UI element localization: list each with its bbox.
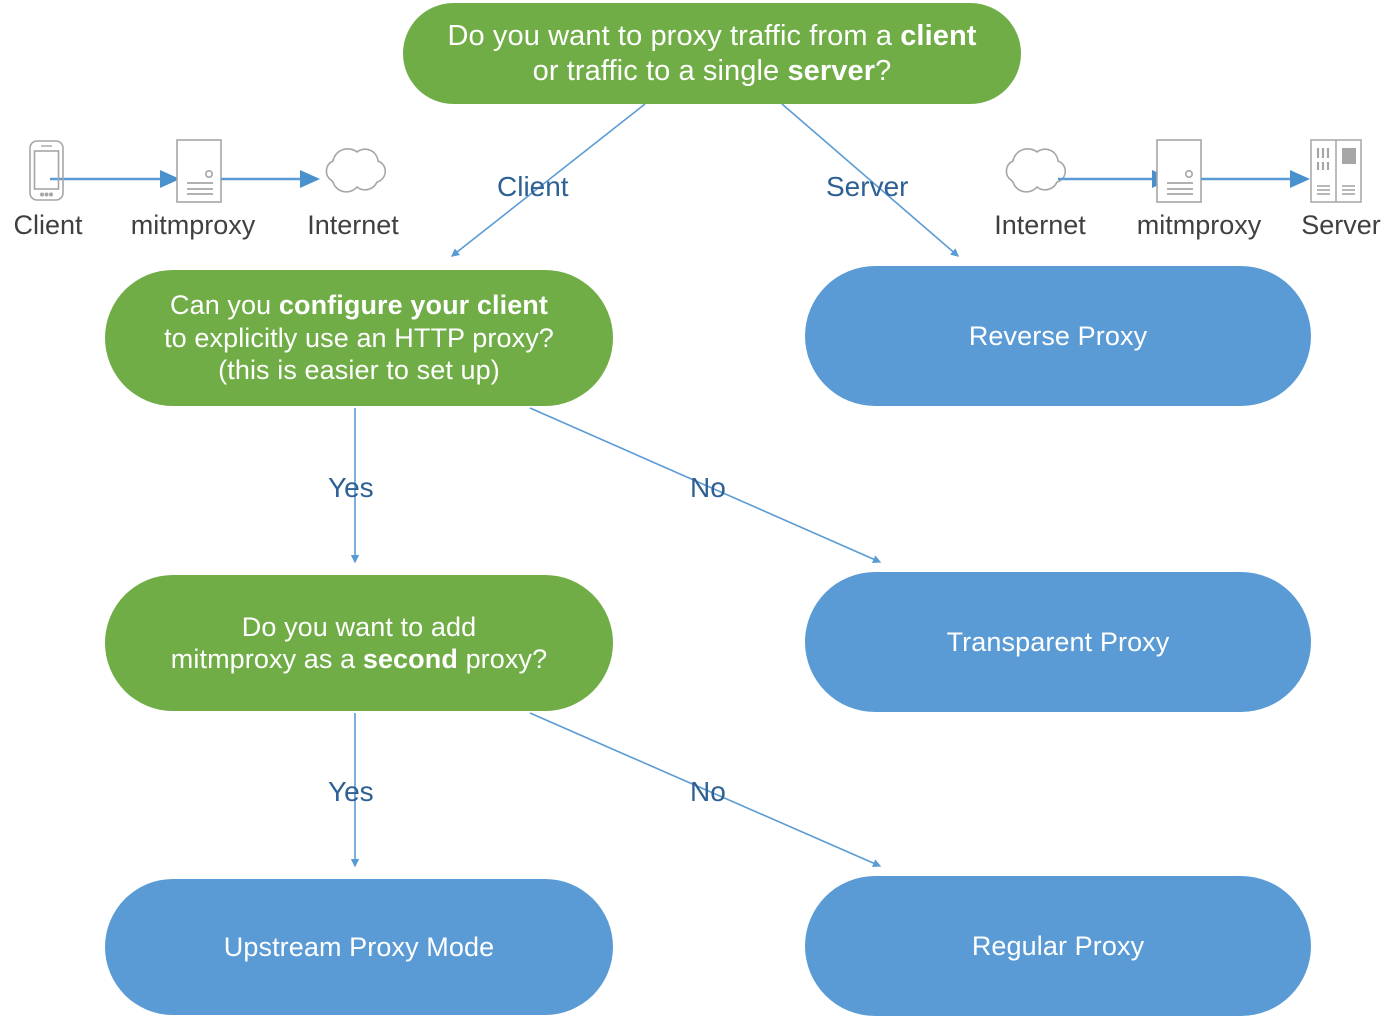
edge-label-client: Client	[497, 171, 569, 202]
decision-node-root[interactable]: Do you want to proxy traffic from a clie…	[403, 3, 1021, 104]
illustration-right-captions: Internet mitmproxy Server	[980, 210, 1392, 250]
illustration-client-to-internet: Client mitmproxy Internet	[0, 132, 412, 250]
node-configure-text: Can you configure your client to explici…	[164, 290, 554, 386]
edge-label-yes-configure: Yes	[328, 472, 374, 503]
arrow-head-icon	[300, 170, 320, 188]
cloud-icon	[325, 148, 387, 193]
node-second-text: Do you want to add mitmproxy as a second…	[170, 611, 548, 674]
decision-node-configure-client[interactable]: Can you configure your client to explici…	[105, 270, 613, 406]
outcome-node-reverse-proxy[interactable]: Reverse Proxy	[805, 266, 1311, 406]
smartphone-icon	[29, 140, 64, 201]
icon-caption-client: Client	[13, 210, 83, 240]
arrow-head-icon	[160, 170, 180, 188]
illustration-left-icons	[0, 132, 412, 210]
edge-label-server: Server	[826, 171, 909, 202]
illustration-right-icons	[980, 132, 1392, 210]
icon-caption-mitmproxy: mitmproxy	[130, 210, 256, 240]
node-upstream-label: Upstream Proxy Mode	[223, 931, 495, 962]
edge-label-no-second: No	[690, 776, 726, 807]
decision-node-second-proxy[interactable]: Do you want to add mitmproxy as a second…	[105, 575, 613, 711]
node-root-text: Do you want to proxy traffic from a clie…	[447, 19, 977, 87]
icon-caption-internet: Internet	[994, 210, 1086, 240]
illustration-left-captions: Client mitmproxy Internet	[0, 210, 412, 250]
node-transparent-label: Transparent Proxy	[946, 626, 1170, 657]
icon-caption-mitmproxy: mitmproxy	[1136, 210, 1262, 240]
edge-label-yes-second: Yes	[328, 776, 374, 807]
arrow-head-icon	[1290, 170, 1310, 188]
icon-caption-server: Server	[1301, 210, 1381, 240]
outcome-node-transparent-proxy[interactable]: Transparent Proxy	[805, 572, 1311, 712]
mitmproxy-document-icon	[176, 139, 222, 203]
mitmproxy-document-icon	[1156, 139, 1202, 203]
node-reverse-label: Reverse Proxy	[968, 320, 1148, 351]
server-rack-icon	[1310, 139, 1362, 203]
cloud-icon	[1005, 148, 1067, 193]
icon-caption-internet: Internet	[307, 210, 399, 240]
outcome-node-regular-proxy[interactable]: Regular Proxy	[805, 876, 1311, 1016]
edge-label-no-configure: No	[690, 472, 726, 503]
illustration-internet-to-server: Internet mitmproxy Server	[980, 132, 1392, 250]
outcome-node-upstream-proxy-mode[interactable]: Upstream Proxy Mode	[105, 879, 613, 1015]
node-regular-label: Regular Proxy	[971, 930, 1145, 961]
